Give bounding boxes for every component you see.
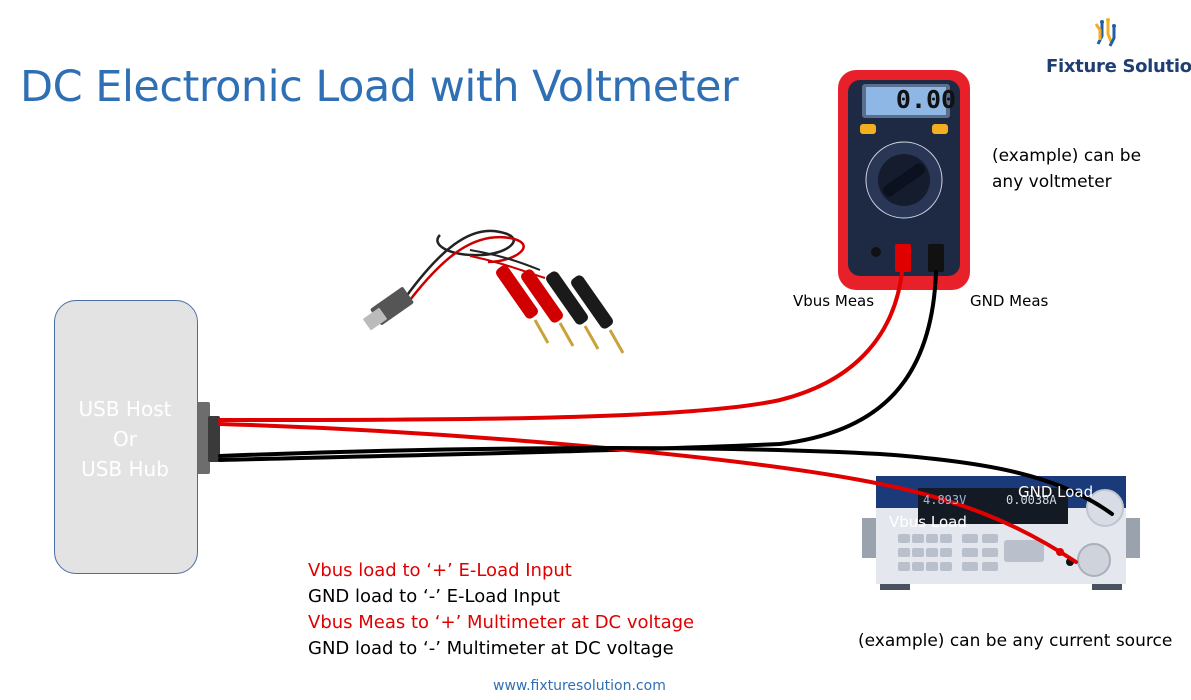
voltmeter-note: (example) can be any voltmeter bbox=[992, 143, 1141, 195]
vbus-meas-label: Vbus Meas bbox=[793, 292, 875, 310]
gnd-load-wire bbox=[218, 446, 1114, 516]
usb-connector bbox=[196, 402, 220, 474]
eload-current-readout: 0.0038A bbox=[1006, 493, 1057, 507]
brand-name: Fixture Solution bbox=[1046, 56, 1191, 77]
multimeter-display: 0.00 bbox=[895, 85, 957, 114]
page-title: DC Electronic Load with Voltmeter bbox=[20, 62, 739, 112]
usb-host-line-1: USB Host bbox=[78, 397, 172, 421]
voltmeter-note-line-2: any voltmeter bbox=[992, 172, 1112, 192]
gnd-load-label: GND Load bbox=[1018, 483, 1094, 501]
instruction-gnd-multimeter: GND load to ‘-’ Multimeter at DC voltage bbox=[308, 638, 674, 659]
vbus-load-label: Vbus Load bbox=[889, 513, 967, 531]
usb-host-line-2: Or bbox=[113, 427, 137, 451]
usb-host-label: USB Host Or USB Hub bbox=[54, 394, 196, 484]
eload-voltage-readout: 4.893V bbox=[923, 493, 967, 507]
instruction-vbus-multimeter: Vbus Meas to ‘+’ Multimeter at DC voltag… bbox=[308, 612, 695, 633]
instructions-list: Vbus load to ‘+’ E-Load Input GND load t… bbox=[308, 558, 694, 662]
usb-host-box bbox=[54, 300, 198, 574]
electronic-load bbox=[862, 476, 1140, 590]
gnd-meas-label: GND Meas bbox=[970, 292, 1049, 310]
instruction-gnd-eload: GND load to ‘-’ E-Load Input bbox=[308, 586, 561, 607]
instruction-vbus-eload: Vbus load to ‘+’ E-Load Input bbox=[308, 560, 572, 581]
current-source-note: (example) can be any current source bbox=[858, 631, 1173, 651]
usb-host-line-3: USB Hub bbox=[81, 457, 169, 481]
website-link[interactable]: www.fixturesolution.com bbox=[493, 678, 666, 694]
multimeter bbox=[838, 70, 970, 290]
wires bbox=[218, 270, 1114, 564]
vbus-meas-wire bbox=[218, 270, 904, 422]
voltmeter-note-line-1: (example) can be bbox=[992, 146, 1142, 166]
gnd-meas-wire bbox=[218, 270, 938, 462]
fixture-solution-logo bbox=[1094, 18, 1116, 47]
vbus-load-wire bbox=[218, 422, 1078, 564]
usb-test-lead-cable-image bbox=[363, 229, 625, 354]
